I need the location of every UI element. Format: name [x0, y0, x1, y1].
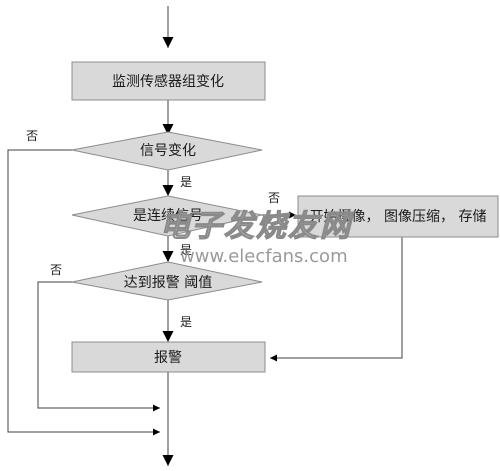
signal-change-label: 信号变化	[140, 143, 196, 159]
line-record-to-alarm	[270, 237, 403, 362]
label-yes-continuous: 是	[180, 243, 192, 257]
continuous-label: 是连续信号	[133, 207, 203, 224]
label-yes-threshold: 是	[180, 315, 192, 329]
alarm-box	[71, 341, 266, 373]
watermark-cn: 电子发烧友网	[160, 209, 354, 244]
continuous-diamond	[71, 195, 263, 237]
line-threshold-no	[37, 281, 160, 412]
label-yes-signal: 是	[180, 175, 192, 189]
alarm-box-label: 报警	[154, 350, 182, 366]
signal-change-diamond	[71, 131, 263, 171]
line-signal-no	[7, 149, 160, 436]
flow-lines	[7, 6, 403, 466]
monitor-box-label: 监测传感器组变化	[112, 73, 224, 90]
threshold-label: 达到报警 阈值	[124, 275, 212, 291]
label-no-signal: 否	[26, 129, 38, 143]
record-box	[297, 195, 499, 238]
record-box-label: 开始摄像， 图像压缩， 存储	[310, 209, 487, 225]
threshold-diamond	[71, 261, 263, 301]
label-no-threshold: 否	[50, 263, 62, 277]
monitor-box	[71, 61, 266, 101]
label-no-continuous: 否	[268, 191, 280, 205]
watermark-url: www.elecfans.com	[180, 246, 348, 267]
